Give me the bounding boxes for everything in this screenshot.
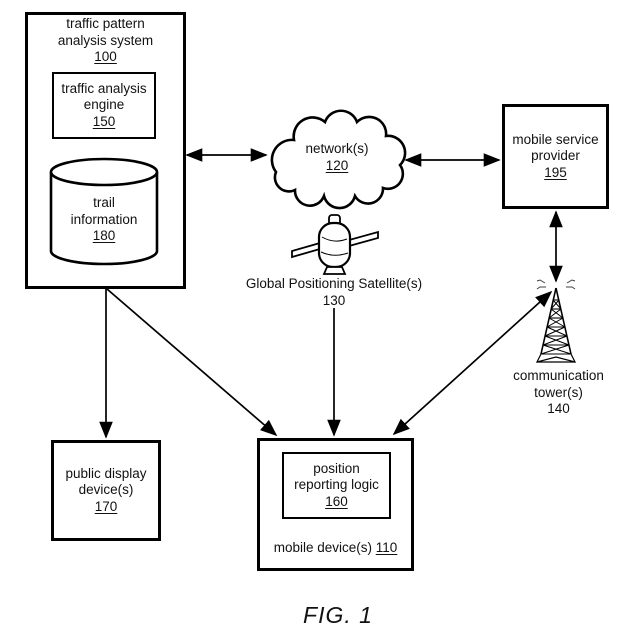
public-display-label: public display device(s) 170 — [65, 466, 146, 516]
satellite-label: Global Positioning Satellite(s) 130 — [214, 276, 454, 309]
provider-label-line2: provider — [531, 148, 580, 164]
engine-label-line1: traffic analysis — [61, 80, 147, 96]
mobile-device-label-text: mobile device(s) — [273, 540, 372, 555]
position-logic-ref: 160 — [325, 493, 348, 509]
communication-tower-icon — [535, 279, 577, 363]
system-ref: 100 — [94, 49, 117, 64]
mobile-device-ref: 110 — [375, 540, 398, 555]
trail-ref: 180 — [92, 228, 116, 243]
public-display-device-box: public display device(s) 170 — [51, 440, 161, 541]
provider-label-line1: mobile service — [512, 131, 599, 147]
arrow-tower-mobile-device — [392, 290, 553, 436]
trail-label-line2: information — [70, 211, 138, 227]
mobile-device-label: mobile device(s) 110 — [260, 540, 411, 557]
tower-ref: 140 — [547, 401, 570, 416]
mobile-device-box — [257, 438, 414, 571]
tower-label: communication tower(s) 140 — [508, 368, 609, 418]
provider-ref: 195 — [544, 164, 567, 180]
mobile-service-provider-box: mobile service provider 195 — [502, 104, 609, 209]
network-label-line1: network(s) — [305, 141, 369, 156]
public-display-label-line1: public display — [65, 465, 147, 481]
satellite-icon — [291, 214, 379, 275]
engine-ref: 150 — [92, 113, 116, 129]
system-label-line1: traffic pattern — [66, 16, 145, 31]
position-logic-label-line2: reporting logic — [294, 477, 379, 493]
traffic-pattern-analysis-system-box — [25, 12, 186, 289]
traffic-analysis-engine-box: traffic analysis engine 150 — [52, 72, 156, 139]
traffic-pattern-analysis-system-label: traffic pattern analysis system 100 — [28, 16, 183, 66]
engine-label-line2: engine — [83, 97, 125, 113]
network-label: network(s) 120 — [287, 141, 387, 174]
public-display-label-line2: device(s) — [78, 482, 134, 498]
position-logic-label-line1: position — [313, 460, 360, 476]
tower-label-line2: tower(s) — [534, 384, 583, 400]
satellite-label-line1: Global Positioning Satellite(s) — [245, 276, 423, 291]
network-ref: 120 — [325, 157, 349, 173]
public-display-ref: 170 — [94, 498, 118, 514]
satellite-ref: 130 — [322, 292, 346, 308]
engine-label: traffic analysis engine 150 — [61, 81, 146, 131]
trail-information-label: trail information 180 — [51, 195, 157, 245]
database-cylinder-icon — [49, 157, 159, 266]
trail-label-line1: trail — [93, 195, 115, 210]
tower-label-line1: communication — [513, 368, 604, 383]
figure-caption: FIG. 1 — [303, 602, 373, 628]
provider-label: mobile service provider 195 — [512, 132, 598, 182]
network-cloud-icon — [270, 109, 407, 210]
position-reporting-logic-box: position reporting logic 160 — [282, 452, 391, 519]
system-label-line2: analysis system — [57, 32, 154, 48]
position-logic-label: position reporting logic 160 — [294, 461, 379, 511]
arrow-system-mobile-device — [106, 288, 278, 437]
